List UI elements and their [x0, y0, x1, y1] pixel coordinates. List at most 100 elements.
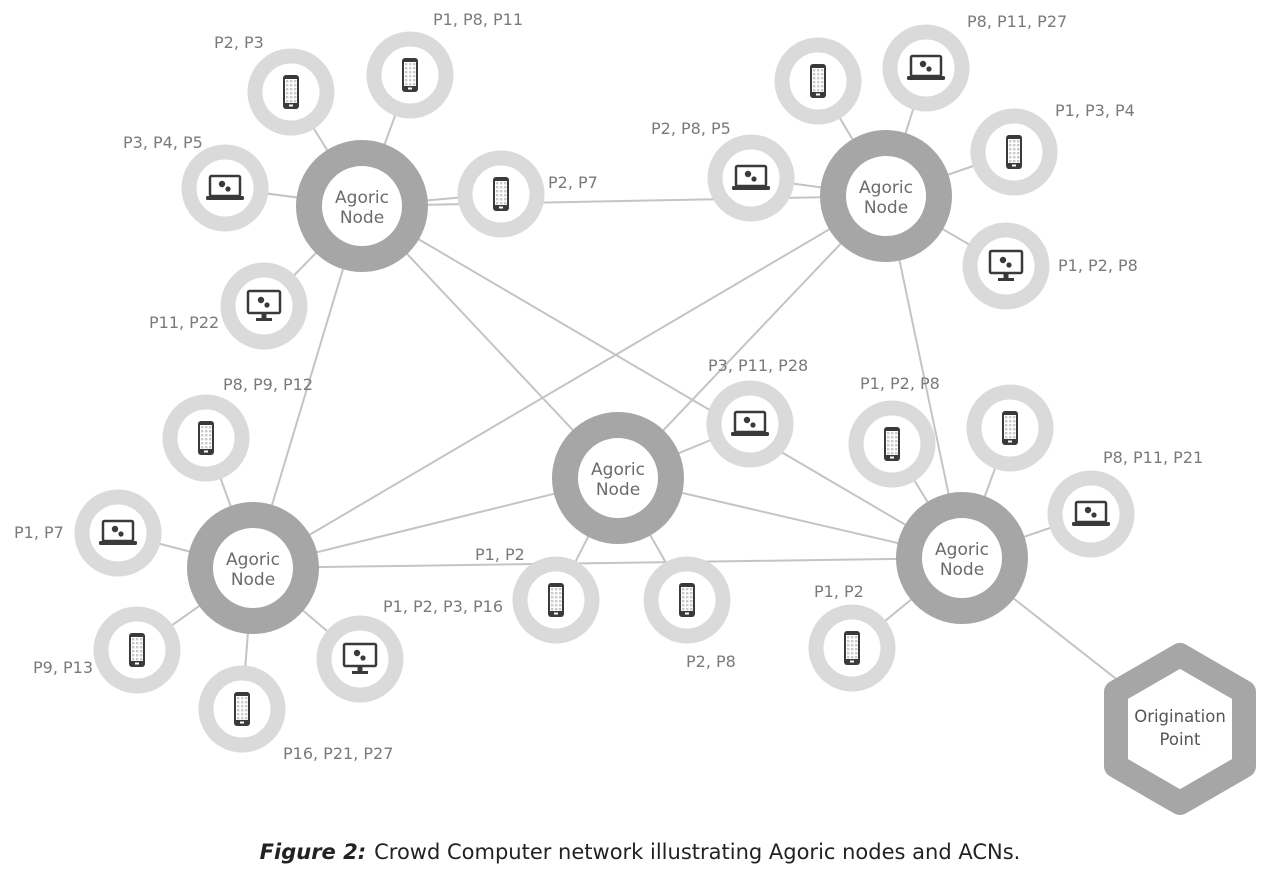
origination-label-line2: Point — [1160, 730, 1201, 749]
satellite-ring — [220, 262, 308, 350]
phone-icon — [810, 64, 826, 98]
agoric-node-ring — [896, 492, 1028, 624]
satellite-ring — [74, 489, 162, 577]
satellite-label: P1, P2, P3, P16 — [383, 597, 503, 616]
laptop-icon — [206, 174, 244, 200]
laptop-icon — [731, 410, 769, 436]
origination-label-line1: Origination — [1134, 707, 1226, 726]
satellite-label: P2, P7 — [548, 173, 598, 192]
satellite-label: P2, P3 — [214, 33, 264, 52]
phone-icon — [198, 421, 214, 455]
phone-icon — [402, 58, 418, 92]
agoric-node-label-line2: Node — [940, 560, 984, 580]
phone-icon — [548, 583, 564, 617]
satellite-label: P8, P11, P21 — [1103, 448, 1203, 467]
phone-icon — [844, 631, 860, 665]
satellite-label: P1, P2, P8 — [1058, 256, 1138, 275]
agoric-node-label-line2: Node — [231, 570, 275, 590]
origination-hexagon — [1104, 643, 1256, 815]
satellite-label: P2, P8, P5 — [651, 119, 731, 138]
laptop-icon — [732, 164, 770, 190]
hubs-layer: AgoricNodeAgoricNodeAgoricNodeAgoricNode… — [187, 130, 1028, 634]
acn-satellite: P1, P2, P8 — [962, 222, 1138, 310]
acn-satellite: P1, P2 — [808, 582, 896, 692]
acn-satellite: P8, P11, P21 — [1047, 448, 1203, 558]
agoric-node-ring — [296, 140, 428, 272]
laptop-icon — [99, 519, 137, 545]
satellite-label: P16, P21, P27 — [283, 744, 393, 763]
satellite-label: P8, P9, P12 — [223, 375, 313, 394]
phone-icon — [1006, 135, 1022, 169]
laptop-icon — [907, 54, 945, 80]
acn-satellite: P16, P21, P27 — [198, 665, 393, 763]
link-hub-tl-hub-br — [361, 205, 963, 559]
link-hub-tl-hub-tr — [361, 195, 887, 207]
laptop-icon — [1072, 500, 1110, 526]
satellite-label: P11, P22 — [149, 313, 219, 332]
acn-satellite — [966, 384, 1054, 472]
caption-text: Crowd Computer network illustrating Agor… — [374, 840, 1021, 864]
agoric-node-label-line1: Agoric — [859, 178, 913, 198]
monitor-icon — [342, 642, 378, 674]
satellite-ring — [706, 380, 794, 468]
satellite-label: P3, P4, P5 — [123, 133, 203, 152]
acn-satellite — [774, 37, 862, 125]
satellite-label: P1, P8, P11 — [433, 10, 523, 29]
satellite-ring — [1047, 470, 1135, 558]
acn-satellite: P2, P8, P5 — [651, 119, 795, 222]
phone-icon — [129, 633, 145, 667]
satellite-ring — [181, 144, 269, 232]
satellite-label: P9, P13 — [33, 658, 93, 677]
monitor-icon — [988, 249, 1024, 281]
acn-satellite: P3, P4, P5 — [123, 133, 269, 232]
phone-icon — [234, 692, 250, 726]
acn-satellite: P9, P13 — [33, 606, 181, 694]
satellite-label: P1, P2, P8 — [860, 374, 940, 393]
origination-point: Origination Point — [1104, 643, 1256, 815]
satellite-label: P2, P8 — [686, 652, 736, 671]
satellite-label: P1, P2 — [475, 545, 525, 564]
acn-satellite: P8, P9, P12 — [162, 375, 313, 482]
acn-satellite: P1, P2, P3, P16 — [316, 597, 503, 703]
acn-satellite: P1, P7 — [14, 489, 162, 577]
acn-satellite: P2, P3 — [214, 33, 335, 136]
agoric-node-label-line1: Agoric — [335, 188, 389, 208]
agoric-node-label-line2: Node — [864, 198, 908, 218]
agoric-node-label-line2: Node — [596, 480, 640, 500]
acn-satellite: P11, P22 — [149, 262, 308, 350]
satellite-ring — [962, 222, 1050, 310]
agoric-node-ring — [552, 412, 684, 544]
link-hub-tr-hub-bl — [252, 195, 887, 569]
satellite-ring — [882, 24, 970, 112]
acn-satellite: P3, P11, P28 — [706, 356, 808, 468]
acn-satellite: P1, P2 — [475, 545, 600, 644]
phone-icon — [884, 427, 900, 461]
agoric-node-label-line1: Agoric — [935, 540, 989, 560]
agoric-node-label-line2: Node — [340, 208, 384, 228]
acn-satellite: P1, P2, P8 — [848, 374, 940, 488]
acn-satellite: P1, P3, P4 — [970, 101, 1135, 196]
satellite-ring — [316, 615, 404, 703]
figure-label: Figure 2: — [259, 840, 367, 864]
figure-caption: Figure 2: Crowd Computer network illustra… — [0, 840, 1280, 864]
acn-satellite: P8, P11, P27 — [882, 12, 1067, 112]
acn-satellite: P1, P8, P11 — [366, 10, 523, 119]
agoric-node-label-line1: Agoric — [591, 460, 645, 480]
satellite-label: P8, P11, P27 — [967, 12, 1067, 31]
phone-icon — [283, 75, 299, 109]
agoric-node-ring — [187, 502, 319, 634]
satellite-ring — [707, 134, 795, 222]
monitor-icon — [246, 289, 282, 321]
agoric-node-ring — [820, 130, 952, 262]
phone-icon — [679, 583, 695, 617]
satellite-label: P1, P3, P4 — [1055, 101, 1135, 120]
acn-satellite: P2, P8 — [643, 556, 736, 671]
phone-icon — [493, 177, 509, 211]
